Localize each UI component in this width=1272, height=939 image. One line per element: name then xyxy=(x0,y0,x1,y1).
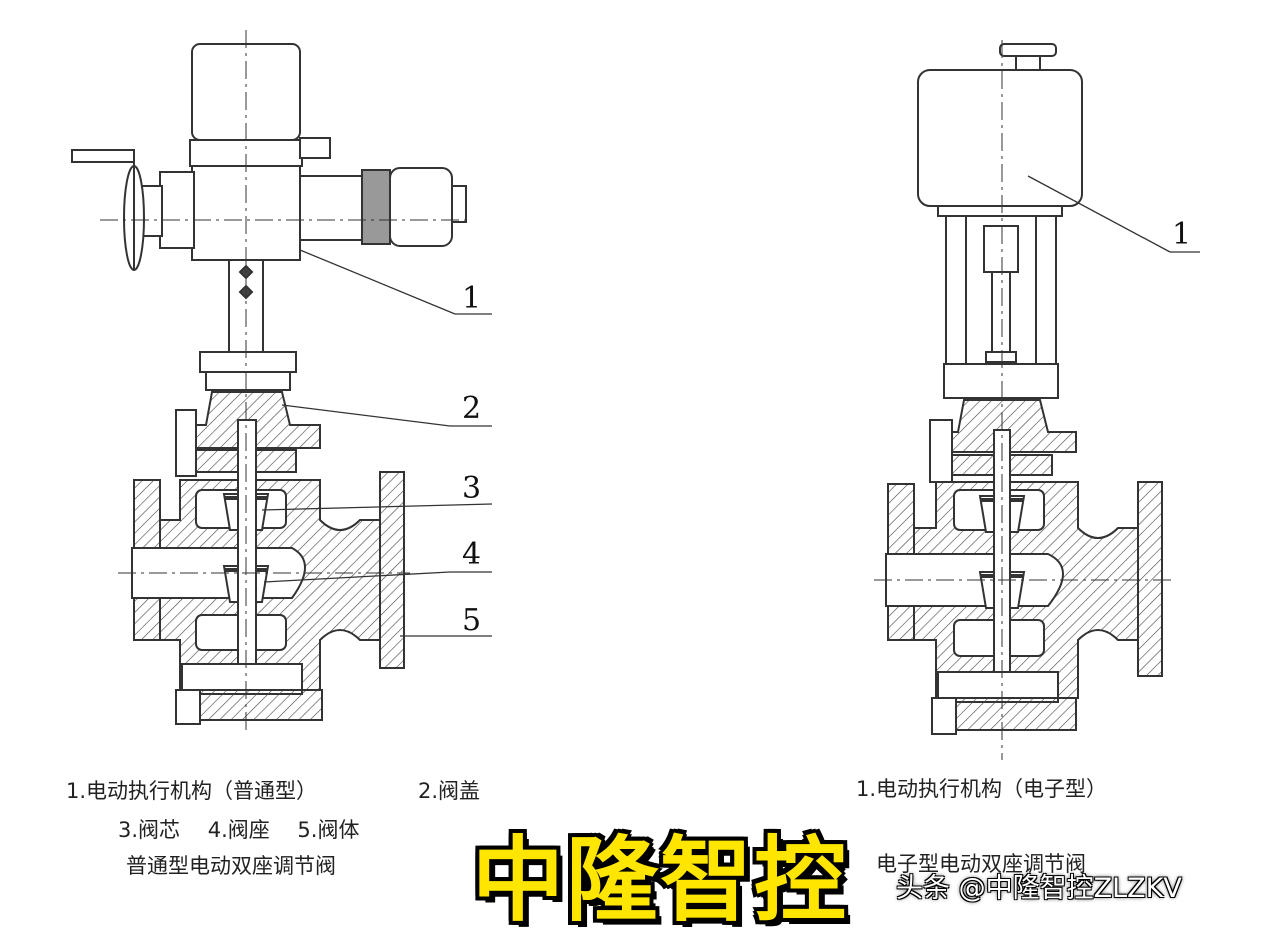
callout-1: 1 xyxy=(462,281,481,316)
right-callout-numbers: 1 xyxy=(1172,217,1191,252)
left-legend-line1: 1.电动执行机构（普通型） xyxy=(66,779,318,803)
right-callout-1: 1 xyxy=(1172,217,1191,252)
left-callout-numbers: 1 2 3 4 5 xyxy=(462,281,481,638)
left-legend-line1b: 2.阀盖 xyxy=(418,779,481,803)
callout-5: 5 xyxy=(462,603,481,638)
left-valve-drawing xyxy=(71,30,493,730)
callout-4: 4 xyxy=(462,537,481,572)
right-valve-drawing xyxy=(874,40,1200,760)
left-legend-line2: 3.阀芯 4.阀座 5.阀体 xyxy=(118,818,360,842)
watermark: 头条 @中隆智控ZLZKV xyxy=(896,873,1182,904)
right-caption: 电子型电动双座调节阀 xyxy=(876,852,1086,876)
callout-3: 3 xyxy=(462,471,481,506)
callout-2: 2 xyxy=(462,391,481,426)
right-legend-line1: 1.电动执行机构（电子型） xyxy=(856,777,1108,801)
left-caption: 普通型电动双座调节阀 xyxy=(126,854,336,878)
brand-overlay: 中隆智控 xyxy=(472,827,849,934)
